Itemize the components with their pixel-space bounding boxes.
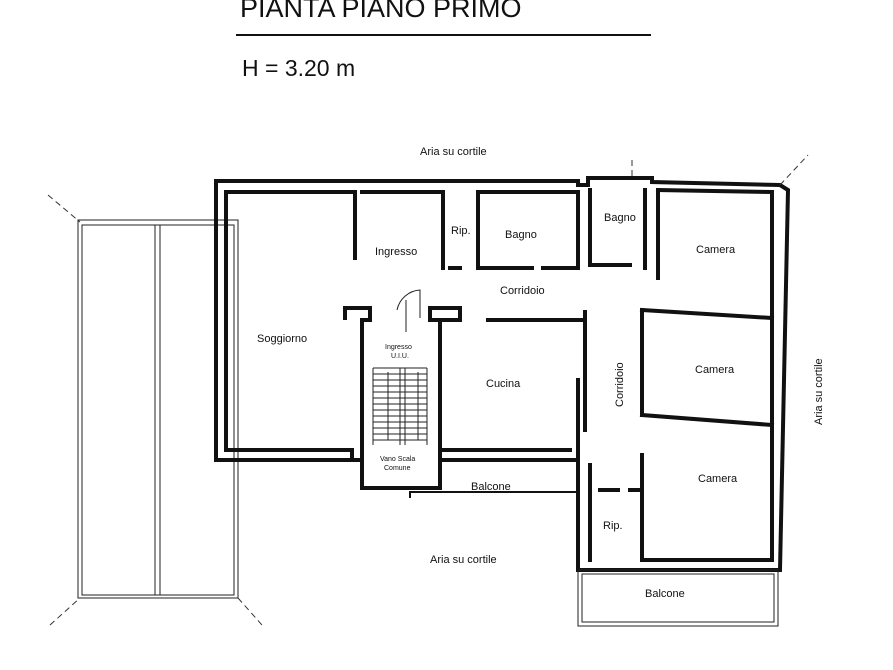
staircase	[372, 289, 428, 445]
label-camera-3: Camera	[698, 473, 738, 485]
label-camera-1: Camera	[696, 244, 736, 256]
label-soggiorno: Soggiorno	[257, 333, 307, 345]
label-vano-scala: Vano Scala	[380, 456, 415, 463]
label-corridoio-h: Corridoio	[500, 285, 545, 297]
left-terrace	[47, 194, 263, 626]
label-outside-bottom: Aria su cortile	[430, 554, 497, 566]
label-corridoio-v: Corridoio	[614, 362, 626, 407]
label-rip-top: Rip.	[451, 225, 471, 237]
height-label: H = 3.20 m	[242, 55, 355, 81]
walls	[214, 176, 791, 572]
room-labels: Aria su cortile Aria su cortile Aria su …	[257, 146, 825, 600]
label-comune: Comune	[384, 465, 411, 472]
label-balcone-2: Balcone	[645, 588, 685, 600]
label-bagno-2: Bagno	[604, 212, 636, 224]
label-camera-2: Camera	[695, 364, 735, 376]
label-ingresso: Ingresso	[375, 246, 417, 258]
balconies	[409, 154, 809, 627]
label-ingresso-uiu: Ingresso	[385, 344, 412, 351]
label-outside-right: Aria su cortile	[813, 358, 825, 425]
label-cucina: Cucina	[486, 378, 521, 390]
label-bagno-1: Bagno	[505, 229, 537, 241]
label-uiu: U.I.U.	[391, 353, 409, 360]
label-balcone-1: Balcone	[471, 481, 511, 493]
label-rip-bottom: Rip.	[603, 520, 623, 532]
label-outside-top: Aria su cortile	[420, 146, 487, 158]
plan-title: PIANTA PIANO PRIMO	[240, 0, 522, 23]
